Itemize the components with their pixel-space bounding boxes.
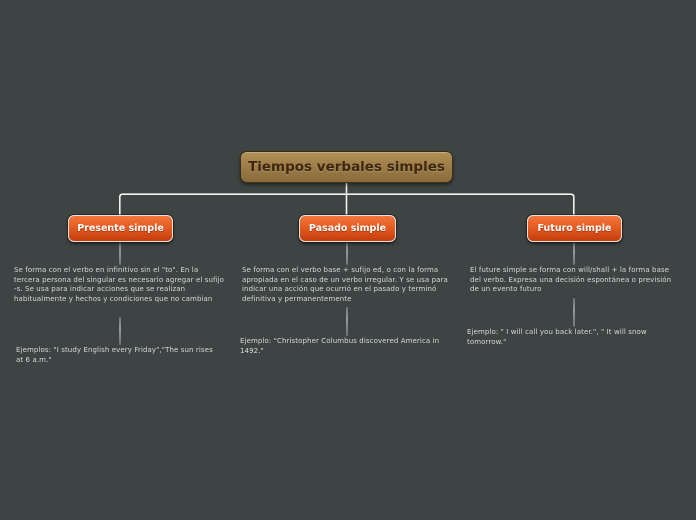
note-connector: [573, 242, 575, 265]
node-presente-simple-label: Presente simple: [77, 223, 164, 234]
note-futuro-description[interactable]: El future simple se forma con will/shall…: [470, 266, 672, 294]
note-connector: [346, 242, 348, 265]
note-presente-description[interactable]: Se forma con el verbo en infinitivo sin …: [14, 266, 225, 303]
node-futuro-simple[interactable]: Futuro simple: [527, 215, 622, 242]
root-node-tiempos-verbales-simples[interactable]: Tiempos verbales simples: [240, 151, 453, 183]
node-presente-simple[interactable]: Presente simple: [68, 215, 173, 242]
note-connector: [119, 317, 121, 345]
note-futuro-example[interactable]: Ejemplo: " I will call you back later.",…: [467, 328, 647, 346]
note-connector: [346, 307, 348, 336]
note-connector: [119, 242, 121, 265]
node-pasado-simple-label: Pasado simple: [308, 223, 387, 234]
note-pasado-example[interactable]: Ejemplo: "Christopher Columbus discovere…: [240, 337, 440, 355]
note-pasado-description[interactable]: Se forma con el verbo base + sufijo ed, …: [242, 266, 448, 303]
root-node-label: Tiempos verbales simples: [248, 159, 445, 175]
note-presente-examples[interactable]: Ejemplos: "I study English every Friday"…: [16, 346, 213, 364]
node-pasado-simple[interactable]: Pasado simple: [299, 215, 396, 242]
note-connector: [573, 298, 575, 327]
node-futuro-simple-label: Futuro simple: [537, 223, 612, 234]
branch-elbow-line: [119, 193, 575, 215]
